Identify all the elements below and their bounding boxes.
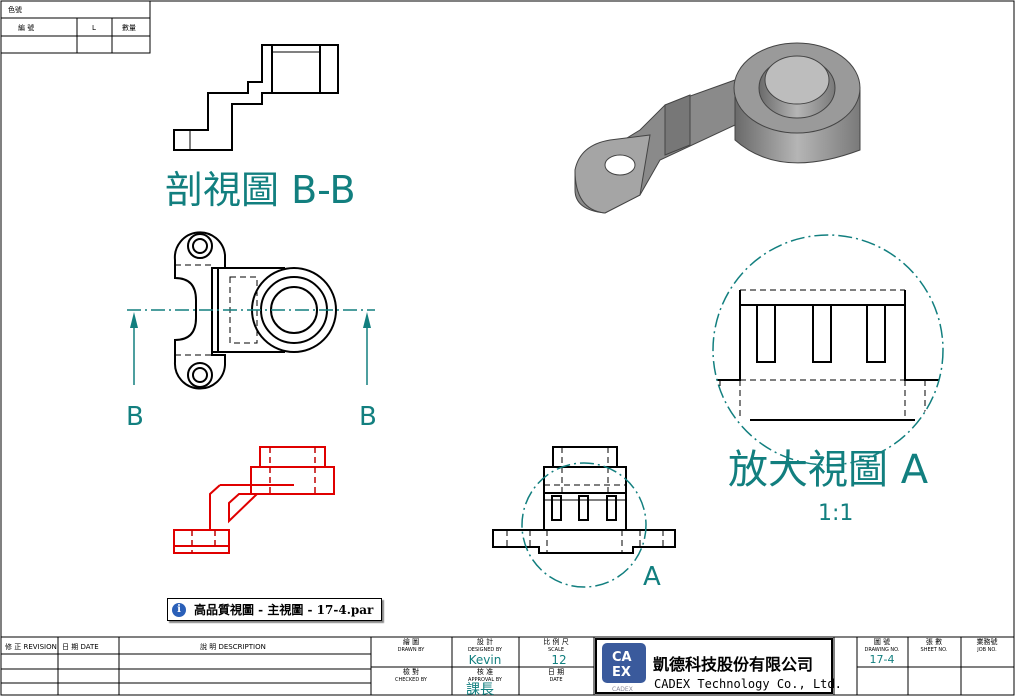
front-view[interactable]: A (492, 446, 676, 592)
section-label-right: B (359, 402, 377, 432)
company-name-cn: 凱德科技股份有限公司 (653, 655, 813, 674)
drawing-no-value: 17-4 (870, 653, 895, 666)
job-no-label: 業務號 (977, 637, 998, 646)
title-block: 修 正 REVISION 日 期 DATE 說 明 DESCRIPTION 繪 … (0, 636, 1015, 697)
checked-by-label: 檢 對 (403, 667, 419, 676)
detail-scale: 1:1 (818, 501, 853, 526)
svg-text:EX: EX (612, 665, 631, 680)
header-quantity: 數量 (122, 23, 136, 32)
revision-header: 修 正 REVISION (5, 642, 57, 651)
header-length: L (92, 24, 96, 32)
description-header: 說 明 DESCRIPTION (200, 642, 266, 651)
scale-value: 12 (551, 653, 566, 667)
drawn-by-label: 繪 圖 (403, 637, 419, 646)
detail-view-a[interactable]: 放大視圖 A 1:1 (710, 234, 945, 526)
sheet-no-label: 張 數 (926, 637, 942, 646)
scale-label-en: SCALE (548, 647, 564, 653)
date-header: 日 期 DATE (62, 643, 99, 651)
designed-by-label-en: DESIGNED BY (468, 647, 503, 653)
company-name-en: CADEX Technology Co., Ltd. (654, 677, 842, 691)
section-title: 剖視圖 B-B (165, 168, 356, 212)
drawn-by-label-en: DRAWN BY (398, 647, 426, 653)
section-view-bb[interactable]: 剖視圖 B-B (165, 44, 356, 212)
detail-title: 放大視圖 A (728, 447, 929, 493)
arrow-up-icon (363, 312, 371, 328)
drawing-no-label: 圖 號 (874, 637, 890, 646)
svg-text:CA: CA (612, 650, 632, 665)
drawing-no-label-en: DRAWING NO. (865, 647, 900, 653)
isometric-view[interactable] (574, 42, 861, 214)
approval-by-value: 課長 (466, 682, 494, 697)
job-no-label-en: JOB NO. (976, 647, 997, 653)
company-logo: CA EX CADEX (602, 643, 646, 693)
main-view-highlighted[interactable] (173, 446, 335, 554)
sheet-no-label-en: SHEET NO. (921, 647, 948, 653)
info-icon: i (172, 602, 186, 617)
date-label-en: DATE (549, 677, 562, 683)
approval-by-label: 核 准 (477, 667, 493, 676)
checked-by-label-en: CHECKED BY (395, 677, 428, 683)
scale-label: 比 例 尺 (543, 637, 568, 646)
parts-table-title: 色號 (8, 5, 22, 14)
svg-text:CADEX: CADEX (612, 686, 633, 693)
section-label-left: B (126, 402, 144, 432)
header-number: 編 號 (18, 23, 34, 32)
tooltip-text: 高品質視圖 - 主視圖 - 17-4.par (194, 603, 374, 617)
designed-by-value: Kevin (469, 653, 502, 667)
detail-circle-a (521, 462, 647, 588)
approval-by-label-en: APPROVAL BY (468, 677, 503, 683)
date-label: 日 期 (548, 668, 564, 676)
detail-marker: A (643, 562, 661, 592)
parts-table: 色號 編 號 L 數量 (0, 0, 151, 54)
designed-by-label: 設 計 (477, 637, 493, 646)
arrow-up-icon (130, 312, 138, 328)
view-tooltip: i 高品質視圖 - 主視圖 - 17-4.par (167, 598, 382, 621)
top-view[interactable]: B B (126, 231, 377, 432)
